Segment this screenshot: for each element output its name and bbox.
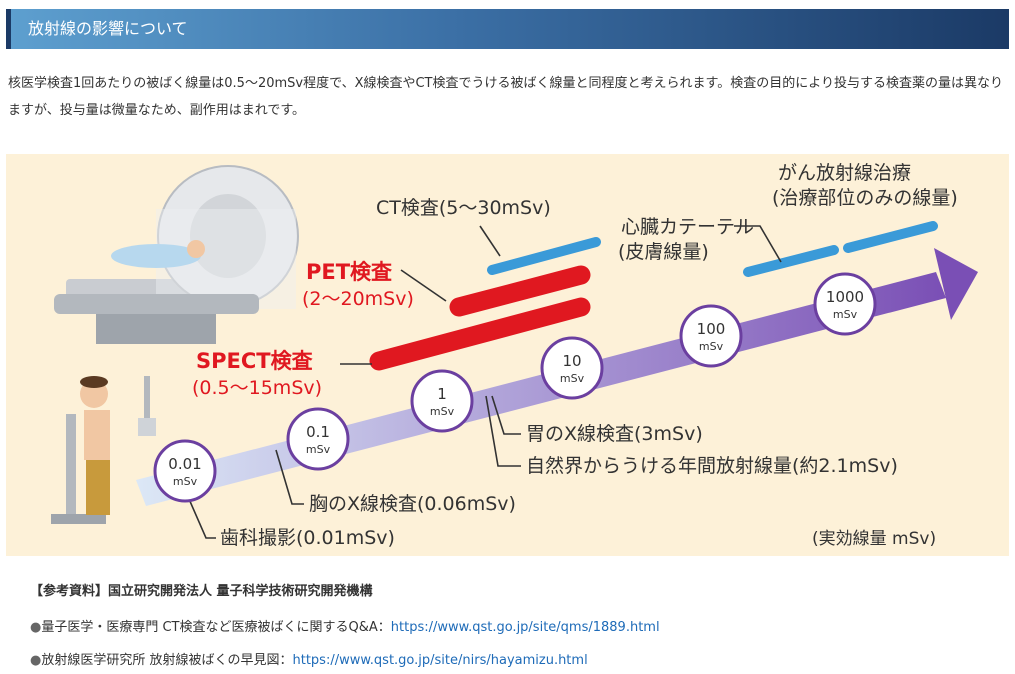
section-heading: 放射線の影響について	[28, 19, 188, 38]
cancer-label-line2: (治療部位のみの線量)	[772, 187, 958, 209]
dose-circle-value: 10	[562, 352, 581, 370]
dose-circle-value: 1000	[826, 288, 864, 306]
leader-lines	[188, 225, 782, 539]
bullet: ●	[30, 653, 42, 668]
reference-text: 量子医学・医療専門 CT検査など医療被ばくに関するQ&A：	[41, 620, 391, 635]
dose-circle: 100 mSv	[679, 304, 743, 368]
pet-range: (2～20mSv)	[302, 288, 414, 310]
ct-bars	[487, 221, 938, 277]
chest-xray-label: 胸のX線検査(0.06mSv)	[309, 493, 516, 515]
dose-circle-unit: mSv	[306, 443, 331, 456]
reference-item: ●放射線医学研究所 放射線被ばくの早見図：https://www.qst.go.…	[30, 649, 588, 668]
unit-label: (実効線量 mSv)	[812, 529, 936, 549]
intro-paragraph: 核医学検査1回あたりの被ばく線量は0.5～20mSv程度で、X線検査やCT検査で…	[8, 76, 1003, 118]
reference-link[interactable]: https://www.qst.go.jp/site/nirs/hayamizu…	[292, 653, 588, 668]
cancer-label-line1: がん放射線治療	[778, 162, 911, 184]
spect-range: (0.5～15mSv)	[192, 377, 322, 399]
reference-text: 放射線医学研究所 放射線被ばくの早見図：	[41, 653, 293, 668]
dose-circle-value: 1	[437, 385, 447, 403]
dental-label: 歯科撮影(0.01mSv)	[220, 527, 395, 549]
xray-patient-icon	[51, 376, 156, 524]
pet-title: PET検査	[306, 260, 392, 284]
dose-circle: 1000 mSv	[813, 272, 877, 336]
dose-circle: 1 mSv	[410, 369, 474, 433]
cardiac-label-line2: (皮膚線量)	[618, 241, 709, 263]
dose-circle-unit: mSv	[560, 372, 585, 385]
dose-circle-unit: mSv	[699, 340, 724, 353]
dose-circle: 0.01 mSv	[153, 439, 217, 503]
natural-radiation-label: 自然界からうける年間放射線量(約2.1mSv)	[526, 455, 898, 477]
radiation-dose-figure: 0.01 mSv 0.1 mSv 1 mSv 10 mSv 100 mSv 10…	[6, 154, 1009, 556]
dose-circle-unit: mSv	[833, 308, 858, 321]
reference-item: ●量子医学・医療専門 CT検査など医療被ばくに関するQ&A：https://ww…	[30, 616, 660, 635]
dose-circle-value: 100	[697, 320, 726, 338]
dose-circle-value: 0.1	[306, 423, 330, 441]
bullet: ●	[30, 620, 42, 635]
stomach-xray-label: 胃のX線検査(3mSv)	[526, 423, 703, 445]
cardiac-label-line1: 心臓カテーテル	[621, 216, 754, 238]
references-title: 【参考資料】国立研究開発法人 量子科学技術研究開発機構	[30, 584, 373, 599]
dose-circle-value: 0.01	[168, 455, 201, 473]
pet-bars	[369, 265, 591, 371]
dose-circle-unit: mSv	[173, 475, 198, 488]
scanner-icon	[54, 165, 299, 344]
spect-title: SPECT検査	[196, 349, 313, 373]
ct-label: CT検査(5～30mSv)	[376, 197, 551, 219]
dose-circle-unit: mSv	[430, 405, 455, 418]
dose-circle: 10 mSv	[540, 336, 604, 400]
reference-link[interactable]: https://www.qst.go.jp/site/qms/1889.html	[390, 620, 660, 635]
section-heading-bar: 放射線の影響について	[6, 9, 1009, 49]
dose-circle: 0.1 mSv	[286, 407, 350, 471]
